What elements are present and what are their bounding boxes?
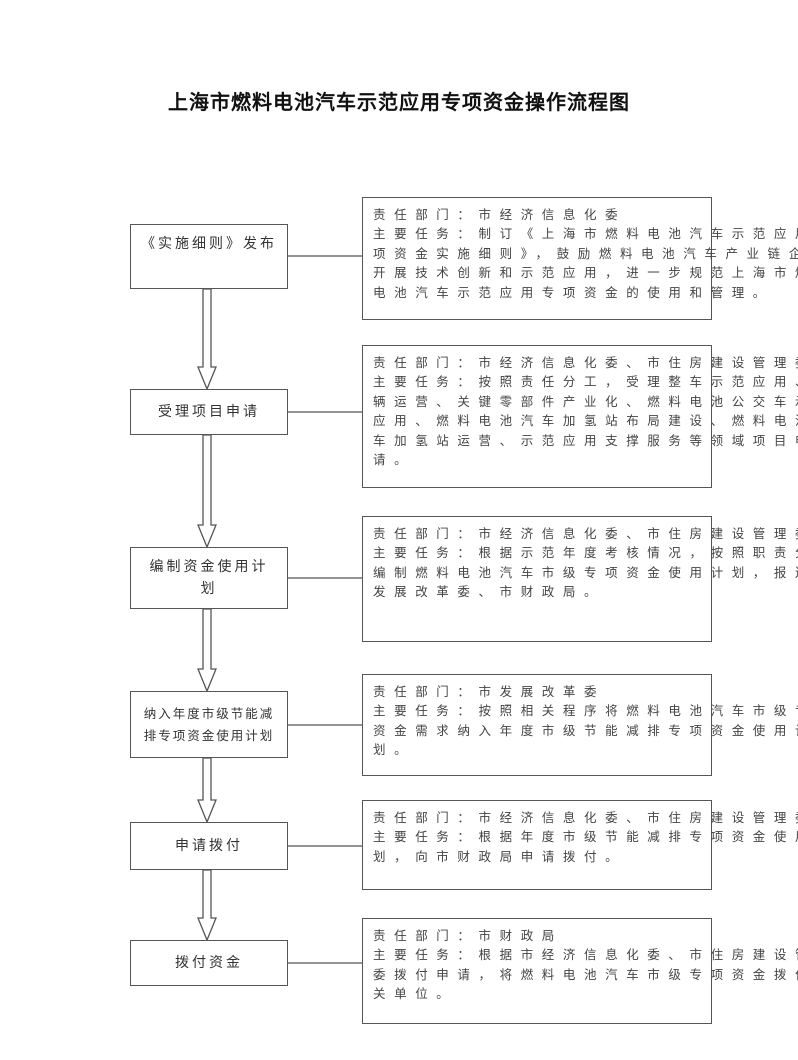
- step-label-line: 编制资金使用计: [149, 559, 269, 575]
- responsible-department: 责任部门：市经济信息化委、市住房建设管理委: [373, 810, 798, 825]
- step-detail-box-5: 责任部门：市经济信息化委、市住房建设管理委主要任务：根据年度市级节能减排专项资金…: [362, 800, 798, 890]
- main-task-line: 电池汽车示范应用专项资金的使用和管理。: [373, 284, 774, 300]
- step-label-line: 申请拨付: [175, 838, 243, 854]
- main-task-line: 委拨付申请，将燃料电池汽车市级专项资金拨付相: [373, 966, 798, 982]
- step-label-line: 纳入年度市级节能减: [143, 705, 275, 721]
- step-detail-box-3: 责任部门：市经济信息化委、市住房建设管理委主要任务：根据示范年度考核情况，按照职…: [362, 516, 798, 642]
- main-task-line: 应用、燃料电池汽车加氢站布局建设、燃料电池汽: [373, 413, 798, 429]
- main-task-line: 主要任务：根据市经济信息化委、市住房建设管理: [373, 947, 798, 963]
- main-task-line: 主要任务：制订《上海市燃料电池汽车示范应用专: [373, 226, 798, 242]
- down-arrow-icon: [197, 608, 217, 693]
- step-label-line: 拨付资金: [175, 955, 243, 971]
- main-task-line: 请。: [373, 452, 416, 468]
- down-arrow-icon: [197, 869, 217, 942]
- step-detail-box-1: 责任部门：市经济信息化委主要任务：制订《上海市燃料电池汽车示范应用专项资金实施细…: [362, 197, 798, 320]
- step-label-line: 排专项资金使用计划: [143, 727, 275, 743]
- step-box-5: 申请拨付: [130, 822, 288, 870]
- step-box-3: 编制资金使用计划: [130, 547, 288, 609]
- step-box-4: 纳入年度市级节能减排专项资金使用计划: [130, 691, 288, 758]
- step-label-line: 《实施细则》发布: [141, 236, 277, 252]
- responsible-department: 责任部门：市财政局: [373, 928, 563, 943]
- main-task-line: 主要任务：根据示范年度考核情况，按照职责分工: [373, 545, 798, 561]
- main-task-line: 编制燃料电池汽车市级专项资金使用计划，报送市: [373, 564, 798, 580]
- down-arrow-icon: [197, 434, 217, 549]
- main-task-line: 车加氢站运营、示范应用支撑服务等领域项目申: [373, 432, 798, 448]
- main-task-line: 开展技术创新和示范应用，进一步规范上海市燃料: [373, 265, 798, 281]
- step-box-2: 受理项目申请: [130, 389, 288, 435]
- page-title: 上海市燃料电池汽车示范应用专项资金操作流程图: [168, 90, 630, 114]
- responsible-department: 责任部门：市经济信息化委: [373, 207, 627, 222]
- main-task-line: 项资金实施细则》，鼓励燃料电池汽车产业链企业: [373, 245, 798, 261]
- main-task-line: 关单位。: [373, 986, 458, 1002]
- step-box-1: 《实施细则》发布: [130, 224, 288, 289]
- main-task-line: 辆运营、关键零部件产业化、燃料电池公交车示范: [373, 393, 798, 409]
- main-task-line: 划，向市财政局申请拨付。: [373, 848, 627, 864]
- responsible-department: 责任部门：市经济信息化委、市住房建设管理委: [373, 355, 798, 370]
- responsible-department: 责任部门：市经济信息化委、市住房建设管理委: [373, 526, 798, 541]
- main-task-line: 资金需求纳入年度市级节能减排专项资金使用计: [373, 722, 798, 738]
- down-arrow-icon: [197, 288, 217, 391]
- step-detail-box-6: 责任部门：市财政局主要任务：根据市经济信息化委、市住房建设管理委拨付申请，将燃料…: [362, 918, 798, 1024]
- step-label-line: 受理项目申请: [158, 404, 260, 420]
- down-arrow-icon: [197, 757, 217, 824]
- step-label-line: 划: [200, 581, 218, 597]
- step-box-6: 拨付资金: [130, 940, 288, 986]
- main-task-line: 主要任务：按照责任分工，受理整车示范应用、车: [373, 374, 798, 390]
- main-task-line: 发展改革委、市财政局。: [373, 584, 606, 600]
- step-detail-box-4: 责任部门：市发展改革委主要任务：按照相关程序将燃料电池汽车市级专项资金需求纳入年…: [362, 674, 798, 776]
- main-task-line: 主要任务：根据年度市级节能减排专项资金使用计: [373, 829, 798, 845]
- responsible-department: 责任部门：市发展改革委: [373, 684, 606, 699]
- main-task-line: 划。: [373, 742, 416, 758]
- main-task-line: 主要任务：按照相关程序将燃料电池汽车市级专项: [373, 703, 798, 719]
- step-detail-box-2: 责任部门：市经济信息化委、市住房建设管理委主要任务：按照责任分工，受理整车示范应…: [362, 345, 798, 488]
